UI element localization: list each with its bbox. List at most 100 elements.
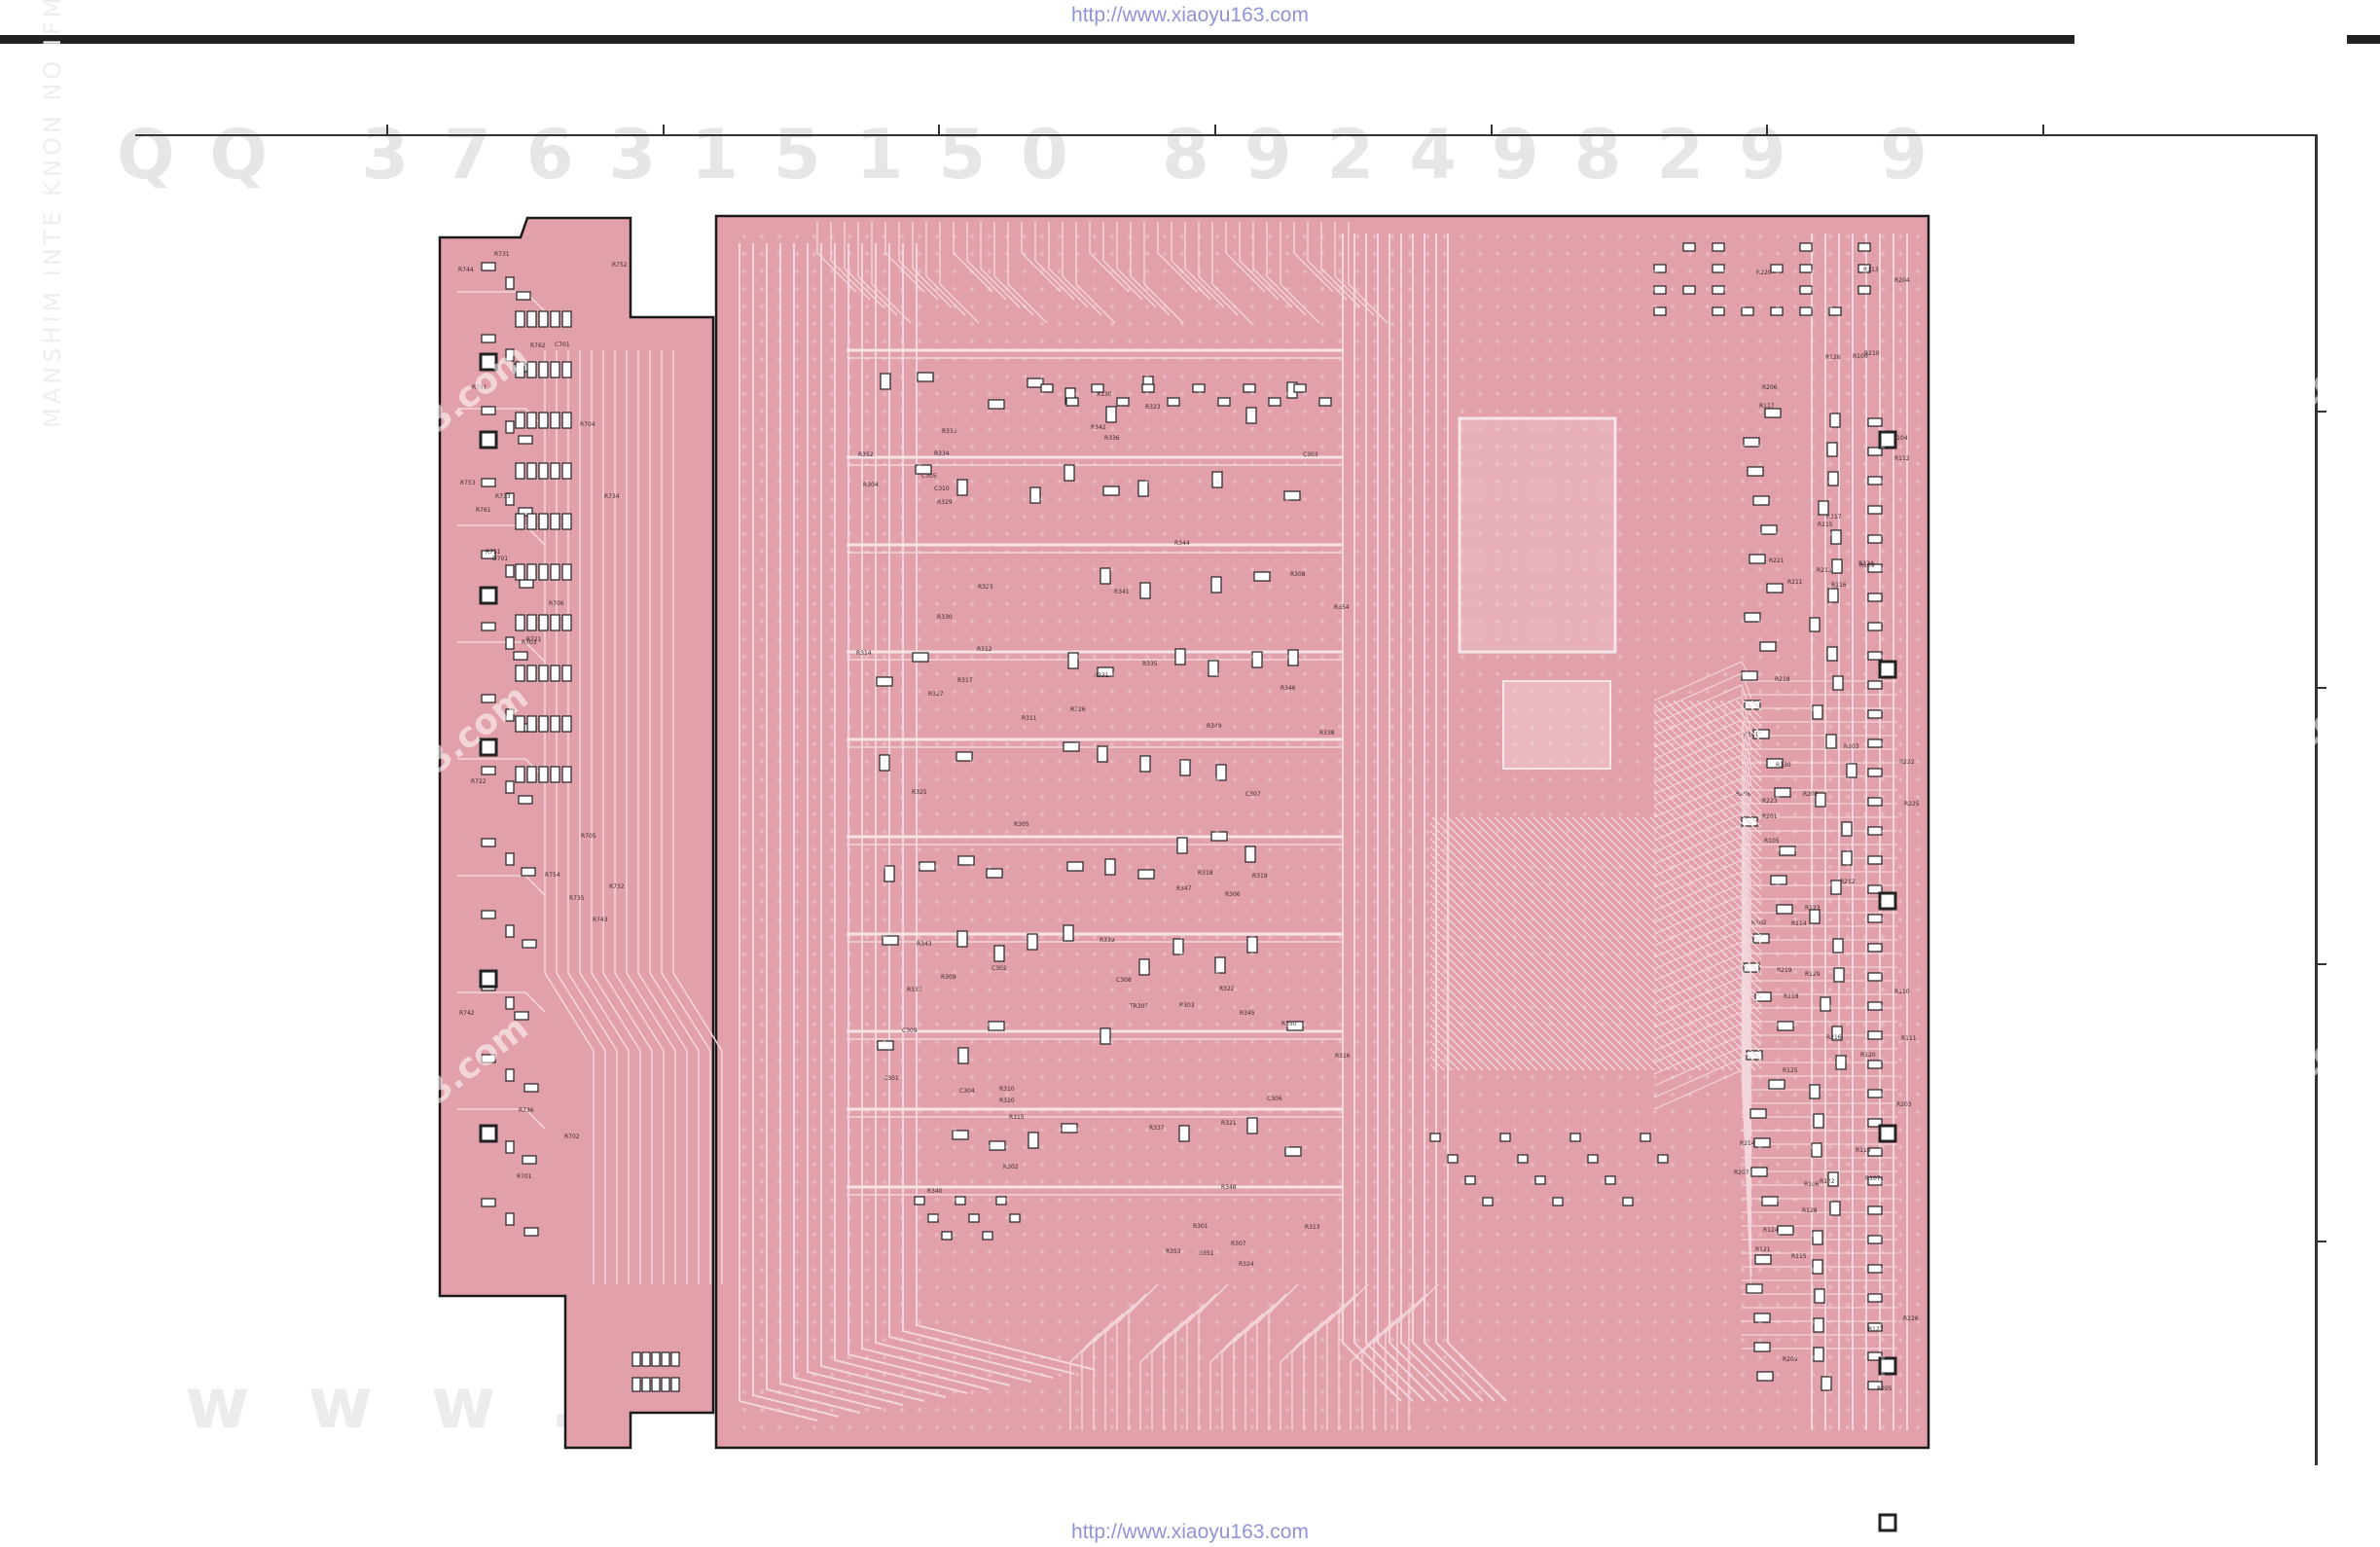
ruler-tick bbox=[663, 125, 665, 135]
smd-component bbox=[538, 462, 549, 480]
smd-component bbox=[481, 838, 496, 847]
pcb-trace bbox=[591, 350, 641, 1284]
smd-component bbox=[481, 550, 496, 559]
pcb-trace bbox=[457, 524, 546, 546]
ref-label: R733 bbox=[495, 493, 511, 500]
watermark-ruler-text: QQ 376315150 89249829 9 bbox=[117, 115, 1963, 195]
ruler-tick bbox=[386, 125, 388, 135]
ref-label: R734 bbox=[604, 493, 620, 500]
right-frame-tick bbox=[2315, 1241, 2326, 1242]
right-frame-tick bbox=[2315, 963, 2326, 965]
footer-url-link[interactable]: http://www.xiaoyu163.com bbox=[1071, 1521, 1309, 1543]
smd-component bbox=[481, 694, 496, 703]
via-field bbox=[730, 226, 1923, 1438]
smd-component bbox=[550, 462, 560, 480]
ref-label: R736 bbox=[519, 1107, 534, 1114]
smd-component bbox=[550, 361, 560, 378]
pcb-trace bbox=[457, 758, 546, 779]
pcb-trace bbox=[614, 350, 665, 1284]
smd-component bbox=[561, 361, 572, 378]
smd-component bbox=[561, 614, 572, 631]
smd-component bbox=[526, 614, 537, 631]
smd-component bbox=[538, 513, 549, 530]
ref-label: R732 bbox=[609, 883, 625, 890]
smd-component bbox=[515, 715, 525, 733]
ref-label: R735 bbox=[569, 895, 585, 902]
smd-component bbox=[561, 665, 572, 682]
ruler-tick bbox=[1214, 125, 1216, 135]
pcb-trace bbox=[457, 641, 546, 663]
smd-component bbox=[505, 780, 515, 794]
smd-component bbox=[515, 766, 525, 783]
ruler-tick bbox=[1491, 125, 1493, 135]
smd-component bbox=[641, 1351, 651, 1367]
smd-component bbox=[550, 310, 560, 328]
smd-component bbox=[515, 412, 525, 429]
pcb-trace bbox=[672, 350, 723, 1284]
smd-component bbox=[505, 348, 515, 362]
square-pad bbox=[479, 969, 498, 989]
square-pad bbox=[479, 738, 498, 757]
smd-component bbox=[550, 766, 560, 783]
top-rule-right bbox=[2347, 35, 2380, 44]
smd-component bbox=[505, 564, 515, 578]
smd-component bbox=[505, 852, 515, 866]
header-url-link[interactable]: http://www.xiaoyu163.com bbox=[1071, 4, 1309, 26]
smd-component bbox=[561, 310, 572, 328]
square-pad bbox=[479, 430, 498, 450]
smd-component bbox=[481, 406, 496, 415]
smd-component bbox=[538, 412, 549, 429]
ref-label: R722 bbox=[471, 778, 487, 785]
ref-label: R754 bbox=[545, 872, 560, 879]
smd-component bbox=[505, 1140, 515, 1154]
ref-label: R761 bbox=[476, 507, 491, 514]
pcb-trace bbox=[637, 350, 688, 1284]
ref-label: R703 bbox=[522, 639, 537, 646]
ref-label: R702 bbox=[564, 1133, 580, 1140]
right-frame-tick bbox=[2315, 411, 2326, 413]
smd-component bbox=[550, 412, 560, 429]
smd-component bbox=[521, 867, 536, 877]
smd-component bbox=[561, 412, 572, 429]
smd-component bbox=[526, 361, 537, 378]
ruler-tick bbox=[2042, 125, 2044, 135]
smd-component bbox=[505, 1212, 515, 1226]
smd-component bbox=[519, 579, 534, 589]
smd-component bbox=[561, 766, 572, 783]
smd-component bbox=[550, 715, 560, 733]
ruler-line bbox=[135, 134, 2317, 136]
smd-component bbox=[526, 412, 537, 429]
pcb-trace bbox=[626, 350, 676, 1284]
smd-component bbox=[561, 513, 572, 530]
smd-component bbox=[550, 563, 560, 581]
smd-component bbox=[481, 334, 496, 343]
smd-component bbox=[550, 513, 560, 530]
smd-component bbox=[670, 1377, 680, 1392]
smd-component bbox=[515, 361, 525, 378]
smd-component bbox=[538, 665, 549, 682]
smd-component bbox=[481, 1054, 496, 1063]
smd-component bbox=[550, 614, 560, 631]
smd-component bbox=[505, 420, 515, 434]
pcb-trace bbox=[556, 350, 606, 1284]
pcb-trace bbox=[649, 350, 700, 1284]
smd-component bbox=[505, 708, 515, 722]
smd-component bbox=[550, 665, 560, 682]
smd-component bbox=[515, 563, 525, 581]
ref-label: R721 bbox=[526, 636, 542, 643]
square-pad bbox=[479, 586, 498, 605]
smd-component bbox=[538, 563, 549, 581]
smd-component bbox=[561, 462, 572, 480]
ref-label: R751 bbox=[486, 549, 501, 556]
ref-label: D701 bbox=[492, 556, 508, 562]
smd-component bbox=[518, 435, 533, 445]
smd-component bbox=[538, 715, 549, 733]
ref-label: R705 bbox=[581, 833, 596, 840]
smd-component bbox=[538, 310, 549, 328]
ruler-tick bbox=[1766, 125, 1768, 135]
smd-component bbox=[661, 1377, 670, 1392]
smd-component bbox=[538, 361, 549, 378]
smd-component bbox=[513, 651, 528, 661]
ref-label: R762 bbox=[530, 342, 546, 349]
smd-component bbox=[538, 614, 549, 631]
